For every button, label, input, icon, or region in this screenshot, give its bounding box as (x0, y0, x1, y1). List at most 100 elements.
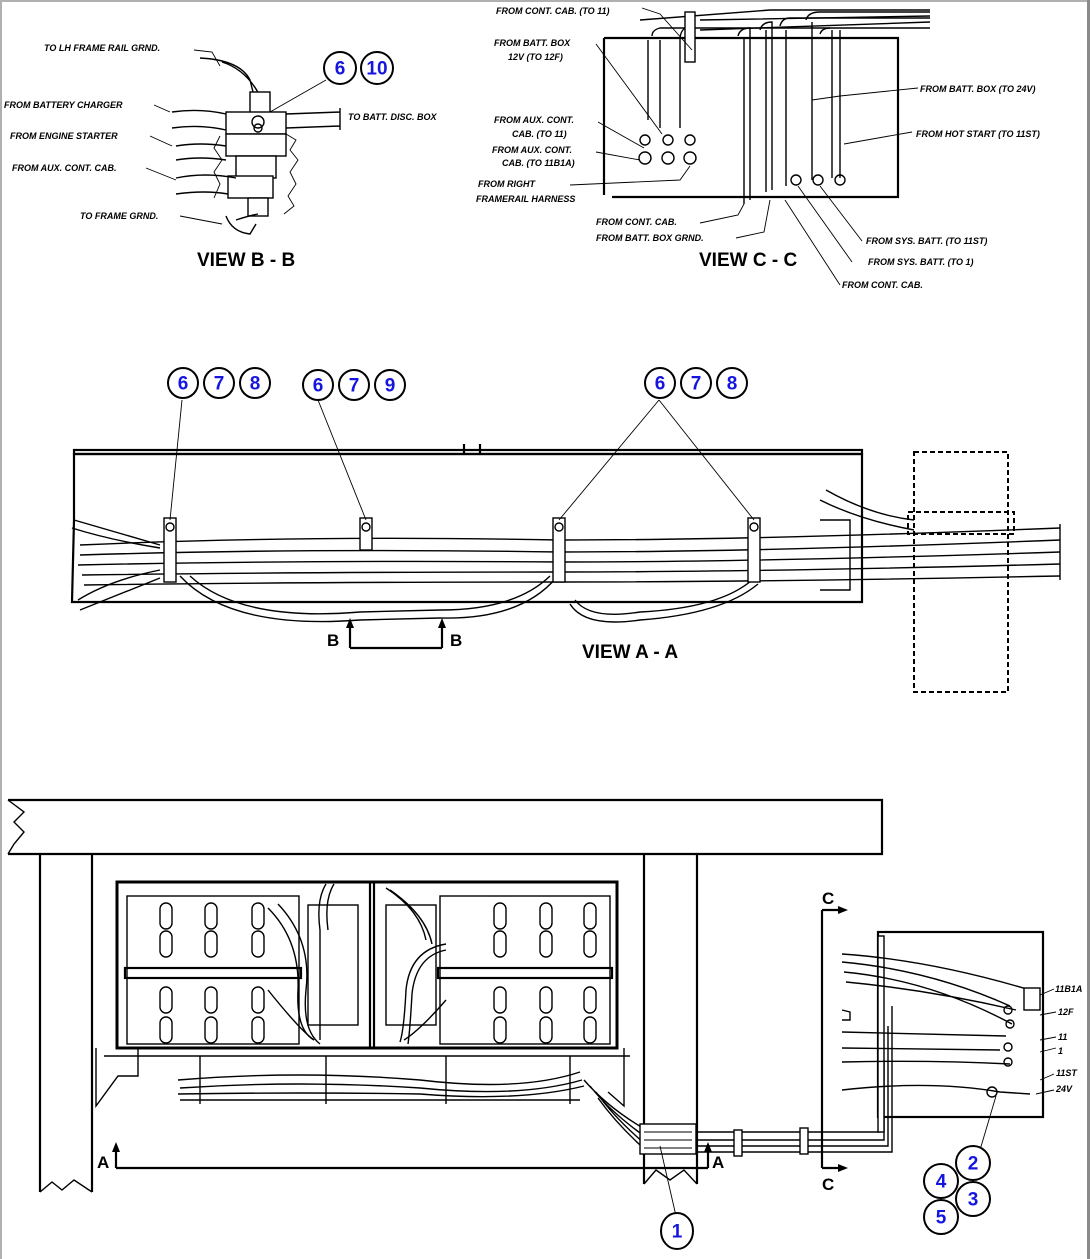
battery-cell-post (539, 986, 553, 1014)
frame-rail (72, 444, 864, 520)
svg-text:7: 7 (349, 376, 360, 397)
section-c-top: C (822, 889, 834, 908)
cable-batt-disc-box (285, 108, 341, 130)
break-line (213, 135, 223, 199)
label-from-hot-start: FROM HOT START (TO 11ST) (916, 129, 1040, 139)
label-from-batt-box: FROM BATT. BOX (494, 38, 571, 48)
cable-routing-top (639, 9, 931, 128)
label-framerail-harness: FRAMERAIL HARNESS (476, 194, 575, 204)
leader-line (145, 167, 177, 181)
internal-cable (267, 903, 321, 1045)
battery-cell-post (583, 930, 597, 958)
label-from-engine-starter: FROM ENGINE STARTER (10, 131, 118, 141)
leader-line (179, 215, 223, 225)
battery-tray-left (126, 895, 300, 1045)
label-from-sys-batt-to-1: FROM SYS. BATT. (TO 1) (868, 257, 974, 267)
cable-frame-ground (225, 213, 259, 235)
leader-line (597, 121, 645, 149)
battery-cell-post (204, 930, 218, 958)
terminal-label-11: 11 (1058, 1032, 1067, 1042)
view-c-c: FROM CONT. CAB. (TO 11) FROM BATT. BOX 1… (476, 6, 1040, 290)
junction-wires (841, 1009, 1031, 1095)
battery-cells (159, 902, 597, 1044)
battery-tray-right (439, 895, 611, 1045)
internal-cable (267, 989, 447, 1041)
leader-line (153, 104, 171, 113)
battery-cell-post (204, 902, 218, 930)
cable-routing (759, 21, 773, 192)
stud-terminal (812, 174, 824, 186)
stud-terminal (790, 174, 802, 186)
leader-line (797, 185, 853, 263)
clamp (552, 517, 566, 583)
frame-border-right (1087, 0, 1090, 1259)
grommet-wires (644, 1131, 692, 1149)
internal-cable (399, 943, 447, 1045)
break-line (283, 133, 299, 215)
label-cab-to-11b1a: CAB. (TO 11B1A) (502, 158, 575, 168)
svg-text:1: 1 (672, 1222, 683, 1243)
frame-post-right-break (643, 1169, 698, 1185)
terminal-1 (1003, 1042, 1013, 1052)
svg-text:2: 2 (968, 1154, 979, 1175)
mount-bracket-left (95, 1048, 139, 1109)
callout-10: 10 (360, 51, 394, 85)
leader-line (699, 203, 745, 224)
battery-cell-post (251, 986, 265, 1014)
stud-terminal (662, 134, 674, 146)
svg-text:6: 6 (178, 374, 189, 395)
terminal-12f (1003, 1005, 1013, 1015)
terminal-row-4 (227, 175, 274, 199)
battery-cell-post (204, 986, 218, 1014)
section-b-left: B (327, 631, 339, 650)
battery-cell-post (159, 1016, 173, 1044)
terminal-block-11b1a (1023, 987, 1041, 1011)
cable-sleeve (684, 11, 696, 63)
label-cab-to-11: CAB. (TO 11) (512, 129, 567, 139)
svg-text:8: 8 (250, 374, 261, 395)
battery-cell-post (204, 1016, 218, 1044)
terminal-row-2 (225, 133, 287, 157)
label-from-battery-charger: FROM BATTERY CHARGER (4, 100, 123, 110)
label-12v-to-12f: 12V (TO 12F) (508, 52, 563, 62)
terminal-bottom (247, 197, 269, 217)
terminal-nut (253, 123, 263, 133)
label-from-right: FROM RIGHT (478, 179, 536, 189)
stud-terminal (639, 134, 651, 146)
clamp (163, 517, 177, 583)
cross-member-flange (907, 511, 1015, 535)
battery-box-divider (368, 882, 376, 1048)
label-from-cont-cab-to-11: FROM CONT. CAB. (TO 11) (496, 6, 610, 16)
callout-group-6-7-9: 6 7 9 (302, 369, 406, 401)
cable-routing (805, 11, 930, 180)
terminal-label-11st: 11ST (1056, 1068, 1078, 1078)
clamp (747, 517, 761, 583)
cable-engine-starter (175, 143, 227, 161)
battery-holddown-right (436, 966, 614, 980)
frame-bracket (820, 519, 851, 591)
battery-cell-post (583, 1016, 597, 1044)
junction-wires (841, 953, 1031, 1025)
label-to-lh-frame-rail-grnd: TO LH FRAME RAIL GRND. (44, 43, 160, 53)
section-c-bottom: C (822, 1175, 834, 1194)
leader-line (979, 1095, 997, 1151)
battery-cell-post (583, 986, 597, 1014)
label-from-aux-cont-2: FROM AUX. CONT. (492, 145, 572, 155)
harness-loop (569, 583, 759, 623)
callout-6: 6 (323, 51, 357, 85)
leader-line (659, 1145, 677, 1217)
view-b-b-title: VIEW B - B (197, 250, 295, 271)
harness-clip (799, 1127, 809, 1155)
callout-1: 1 (660, 1212, 694, 1250)
terminal-24v (986, 1086, 998, 1098)
terminal-stud-block (249, 91, 271, 115)
leader-line (193, 49, 221, 67)
callout-group-6-7-8-left: 6 7 8 (167, 367, 271, 399)
leader-line (784, 199, 841, 286)
leader-line (641, 7, 693, 51)
callout-group-6-7-8-right: 6 7 8 (644, 367, 748, 399)
junction-panel-rail (877, 935, 885, 1133)
leader-line (735, 199, 771, 239)
harness-wire (77, 551, 1061, 566)
